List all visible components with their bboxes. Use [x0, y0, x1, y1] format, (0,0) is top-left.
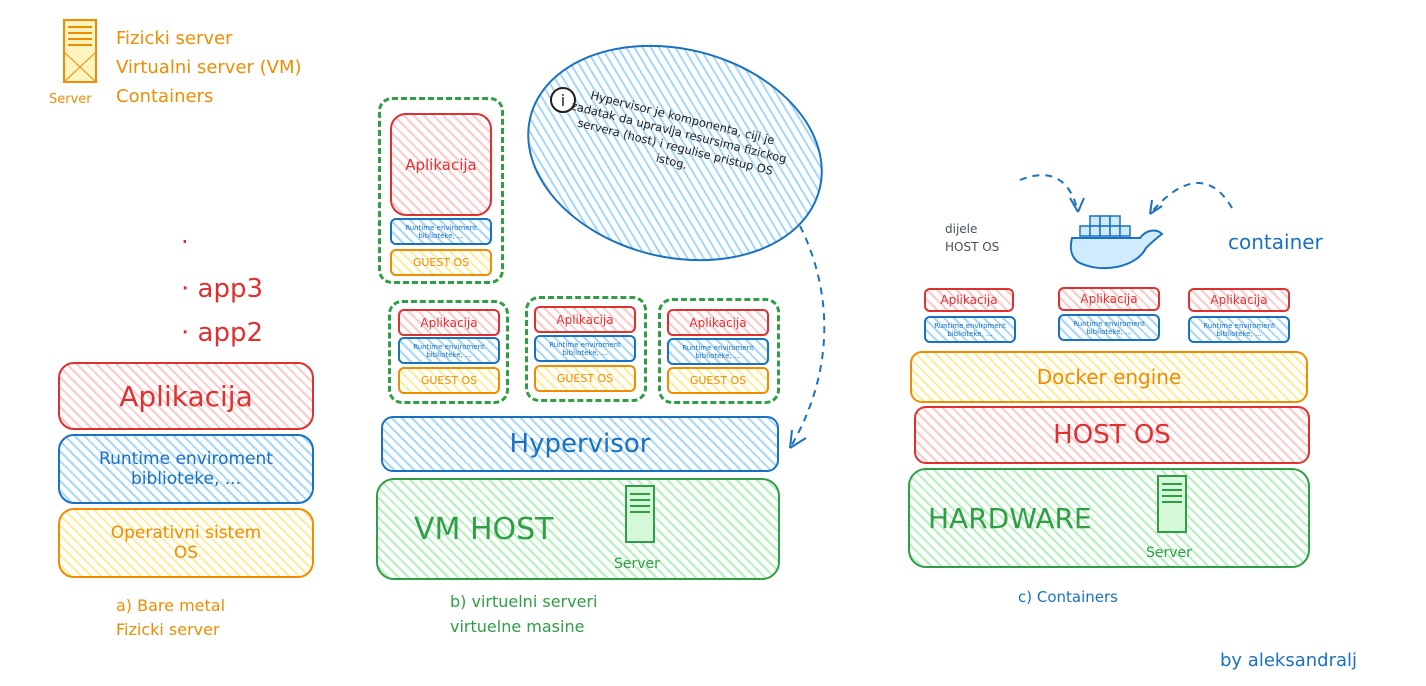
containers-caption: c) Containers	[1018, 588, 1118, 606]
vm-large-runtime: Runtime enviroment biblioteke, ...	[390, 218, 492, 245]
hypervisor-label: Hypervisor	[509, 429, 651, 459]
vm1-application-label: Aplikacija	[420, 315, 478, 330]
bare-metal-application-label: Aplikacija	[119, 379, 253, 413]
container3-application: Aplikacija	[1188, 288, 1290, 312]
bare-metal-runtime-layer: Runtime enviroment biblioteke, ...	[58, 434, 314, 504]
vm2-runtime: Runtime enviroment biblioteke, ...	[534, 335, 636, 362]
docker-engine-layer: Docker engine	[910, 351, 1308, 403]
docker-engine-label: Docker engine	[1036, 365, 1182, 389]
vm1-application: Aplikacija	[398, 309, 500, 336]
bare-metal-runtime-line1: Runtime enviroment	[99, 449, 273, 469]
container3-runtime: Runtime enviroment biblioteke, ...	[1188, 316, 1290, 343]
ellipsis-dot: ·	[181, 228, 189, 256]
vm-host-label: VM HOST	[414, 511, 554, 547]
bare-metal-application-layer: Aplikacija	[58, 362, 314, 430]
bare-metal-caption-line2: Fizicki server	[116, 620, 220, 639]
container2-runtime-label: Runtime enviroment biblioteke, ...	[1073, 319, 1145, 336]
bare-metal-os-layer: Operativni sistem OS	[58, 508, 314, 578]
note-arrow	[789, 225, 826, 449]
vm3-runtime: Runtime enviroment biblioteke, ...	[667, 338, 769, 365]
vm-host-layer: VM HOST	[376, 478, 780, 580]
vm-host-server-icon	[625, 485, 655, 543]
hardware-server-label: Server	[1146, 545, 1192, 561]
host-os-layer: HOST OS	[914, 406, 1310, 464]
info-icon: i	[550, 87, 576, 113]
shared-host-os-line1: dijele	[945, 222, 978, 236]
container1-runtime-label: Runtime enviroment biblioteke, ...	[934, 321, 1006, 338]
app3-label: · app3	[181, 274, 264, 304]
bare-metal-caption-line1: a) Bare metal	[116, 596, 226, 615]
vm-host-server-label: Server	[614, 556, 660, 572]
container2-application-label: Aplikacija	[1080, 292, 1138, 306]
vm3-application-label: Aplikacija	[689, 315, 747, 330]
app2-label: · app2	[181, 318, 264, 348]
vm2-application: Aplikacija	[534, 306, 636, 333]
container1-application: Aplikacija	[924, 288, 1014, 312]
author-signature: by aleksandralj	[1220, 650, 1358, 671]
vm-large-guest-os-label: GUEST OS	[412, 256, 470, 269]
hardware-label: HARDWARE	[928, 501, 1092, 535]
vm-group-1	[388, 300, 509, 404]
shared-host-os-line2: HOST OS	[945, 240, 1000, 254]
vm2-guest-os: GUEST OS	[534, 365, 636, 392]
vm3-runtime-label: Runtime enviroment biblioteke, ...	[682, 343, 754, 360]
legend-server-label: Server	[49, 92, 92, 107]
container1-runtime: Runtime enviroment biblioteke, ...	[924, 316, 1016, 343]
vm1-runtime: Runtime enviroment biblioteke, ...	[398, 337, 500, 364]
container-label: container	[1228, 230, 1323, 254]
vm2-runtime-label: Runtime enviroment biblioteke, ...	[549, 340, 621, 357]
hypervisor-layer: Hypervisor	[381, 416, 779, 472]
vm-large-application-label: Aplikacija	[405, 155, 477, 174]
container3-runtime-label: Runtime enviroment biblioteke, ...	[1203, 321, 1275, 338]
vm-caption-line1: b) virtuelni serveri	[450, 592, 598, 611]
vm-large-application: Aplikacija	[390, 113, 492, 216]
hardware-layer: HARDWARE	[908, 468, 1310, 568]
vm3-guest-os-label: GUEST OS	[689, 374, 747, 387]
container1-application-label: Aplikacija	[940, 293, 998, 307]
legend-item-vm: Virtualni server (VM)	[116, 57, 302, 78]
docker-whale-icon	[1019, 174, 1233, 270]
host-os-label: HOST OS	[1053, 420, 1171, 450]
vm1-guest-os: GUEST OS	[398, 367, 500, 394]
vm-caption-line2: virtuelne masine	[450, 617, 585, 636]
vm-large-guest-os: GUEST OS	[390, 249, 492, 276]
svg-text:i: i	[561, 91, 565, 110]
bare-metal-os-line2: OS	[173, 543, 199, 563]
vm3-application: Aplikacija	[667, 309, 769, 336]
bare-metal-os-line1: Operativni sistem	[110, 523, 262, 543]
legend-item-physical: Fizicki server	[116, 28, 233, 49]
bare-metal-runtime-line2: biblioteke, ...	[131, 469, 241, 489]
vm-group-large	[378, 97, 504, 284]
vm-group-2	[525, 296, 647, 402]
vm1-runtime-label: Runtime enviroment biblioteke, ...	[413, 342, 485, 359]
vm3-guest-os: GUEST OS	[667, 367, 769, 394]
hardware-server-icon	[1157, 475, 1187, 533]
container2-application: Aplikacija	[1058, 287, 1160, 311]
container3-application-label: Aplikacija	[1210, 293, 1268, 307]
vm-large-runtime-label: Runtime enviroment biblioteke, ...	[405, 223, 477, 240]
vm1-guest-os-label: GUEST OS	[420, 374, 478, 387]
container2-runtime: Runtime enviroment biblioteke, ...	[1058, 314, 1160, 341]
legend-item-containers: Containers	[116, 86, 214, 107]
vm-group-3	[658, 298, 780, 404]
server-icon	[63, 19, 97, 83]
vm2-application-label: Aplikacija	[556, 312, 614, 327]
vm2-guest-os-label: GUEST OS	[556, 372, 614, 385]
